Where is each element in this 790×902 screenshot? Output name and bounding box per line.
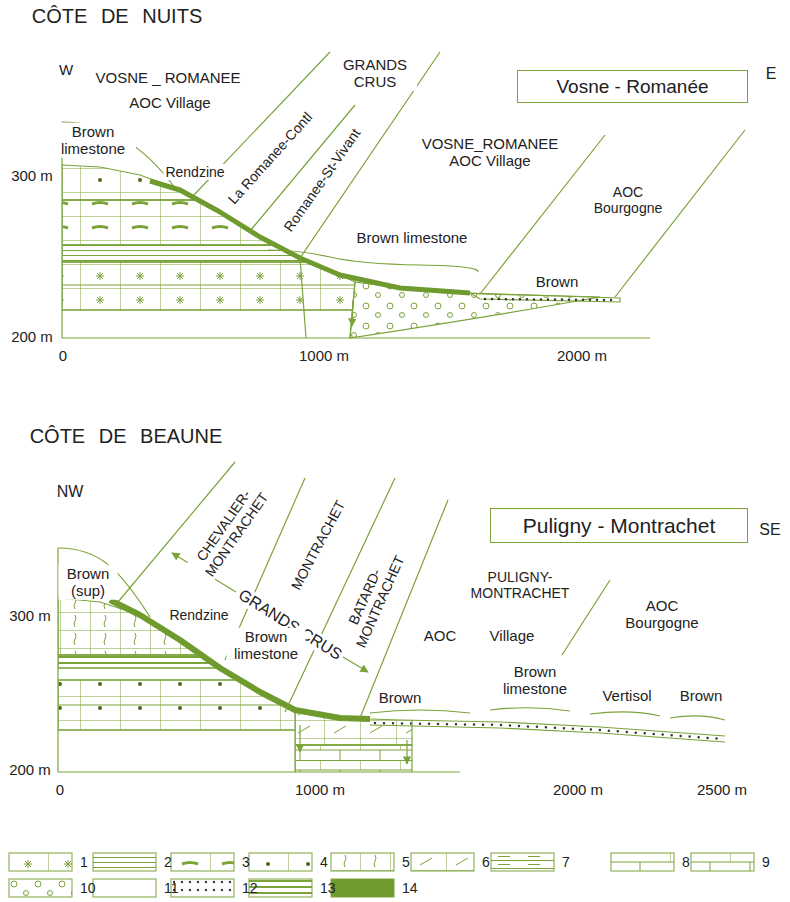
legend-number: 5: [402, 855, 410, 869]
appellation-label: GRANDS CRUS: [333, 56, 417, 91]
legend-number: 9: [762, 855, 770, 869]
legend-swatch: [248, 878, 314, 898]
vineyard-label: BATARD- MONTRACHET: [337, 548, 407, 652]
axis-label: 300 m: [7, 607, 53, 624]
compass-label: NW: [55, 483, 86, 501]
appellation-label: AOC Bourgogne: [581, 184, 675, 216]
legend-number: 2: [164, 855, 172, 869]
legend-number: 11: [164, 881, 179, 895]
legend-swatch: [92, 852, 158, 872]
legend-swatch: [330, 878, 396, 898]
legend-swatch: [92, 878, 158, 898]
legend-number: 3: [242, 855, 250, 869]
appellation-label: Village: [488, 627, 537, 644]
axis-label: 2000 m: [555, 347, 609, 364]
soil-label: Brown: [377, 689, 424, 706]
axis-label: 0: [57, 347, 69, 364]
soil-label: Brown limestone: [50, 123, 136, 158]
axis-label: 2500 m: [695, 781, 749, 798]
legend-swatch: [690, 852, 756, 872]
soil-label: Brown: [678, 687, 725, 704]
legend-number: 14: [402, 881, 418, 895]
legend-number: 13: [320, 881, 336, 895]
compass-label: E: [764, 65, 779, 83]
legend-swatch: [410, 852, 476, 872]
appellation-label: VOSNE _ ROMANEE: [93, 69, 242, 86]
section-title: CÔTE DE BEAUNE: [28, 425, 225, 448]
legend-number: 7: [562, 855, 570, 869]
place-name: Puligny - Montrachet: [523, 514, 716, 538]
appellation-label: VOSNE_ROMANEE AOC Village: [403, 135, 577, 170]
section-title: CÔTE DE NUITS: [30, 5, 204, 28]
place-name-box: Vosne - Romanée: [517, 70, 748, 103]
place-name-box: Puligny - Montrachet: [490, 508, 748, 543]
legend-swatch: [8, 878, 74, 898]
legend-swatch: [330, 852, 396, 872]
soil-label: Brown limestone: [355, 229, 470, 246]
appellation-label: AOC Bourgogne: [615, 597, 709, 632]
vineyard-label: CHEVALIER- MONTRACHET: [186, 476, 275, 584]
appellation-label: AOC Village: [127, 94, 212, 111]
compass-label: SE: [757, 521, 782, 539]
legend-swatch: [490, 852, 556, 872]
place-name: Vosne - Romanée: [556, 76, 708, 98]
legend-number: 12: [242, 881, 258, 895]
soil-label: Brown limestone: [493, 663, 577, 698]
axis-label: 200 m: [9, 328, 55, 345]
soil-label: Brown limestone: [227, 628, 306, 663]
legend-number: 6: [482, 855, 490, 869]
compass-label: W: [57, 61, 75, 78]
soil-label: Brown: [534, 273, 581, 290]
soil-label: Rendzine: [163, 164, 226, 180]
legend-swatch: [248, 852, 314, 872]
axis-label: 300 m: [9, 167, 55, 184]
legend-number: 1: [80, 855, 88, 869]
legend-number: 8: [682, 855, 690, 869]
legend-number: 10: [80, 881, 96, 895]
vineyard-label: MONTRACHET: [287, 496, 349, 594]
legend-swatch: [8, 852, 74, 872]
axis-label: 200 m: [7, 761, 53, 778]
appellation-label: PULIGNY- MONTRACHET: [463, 569, 577, 601]
legend-swatch: [610, 852, 676, 872]
soil-label: Rendzine: [167, 607, 230, 623]
appellation-label: AOC: [422, 627, 459, 644]
soil-label: Vertisol: [600, 687, 653, 704]
axis-label: 1000 m: [293, 781, 347, 798]
legend-swatch: [170, 852, 236, 872]
axis-label: 1000 m: [297, 347, 351, 364]
legend-number: 4: [320, 855, 328, 869]
axis-label: 2000 m: [551, 781, 605, 798]
legend-swatch: [170, 878, 236, 898]
axis-label: 0: [54, 781, 66, 798]
soil-label: Brown (sup): [59, 565, 118, 600]
